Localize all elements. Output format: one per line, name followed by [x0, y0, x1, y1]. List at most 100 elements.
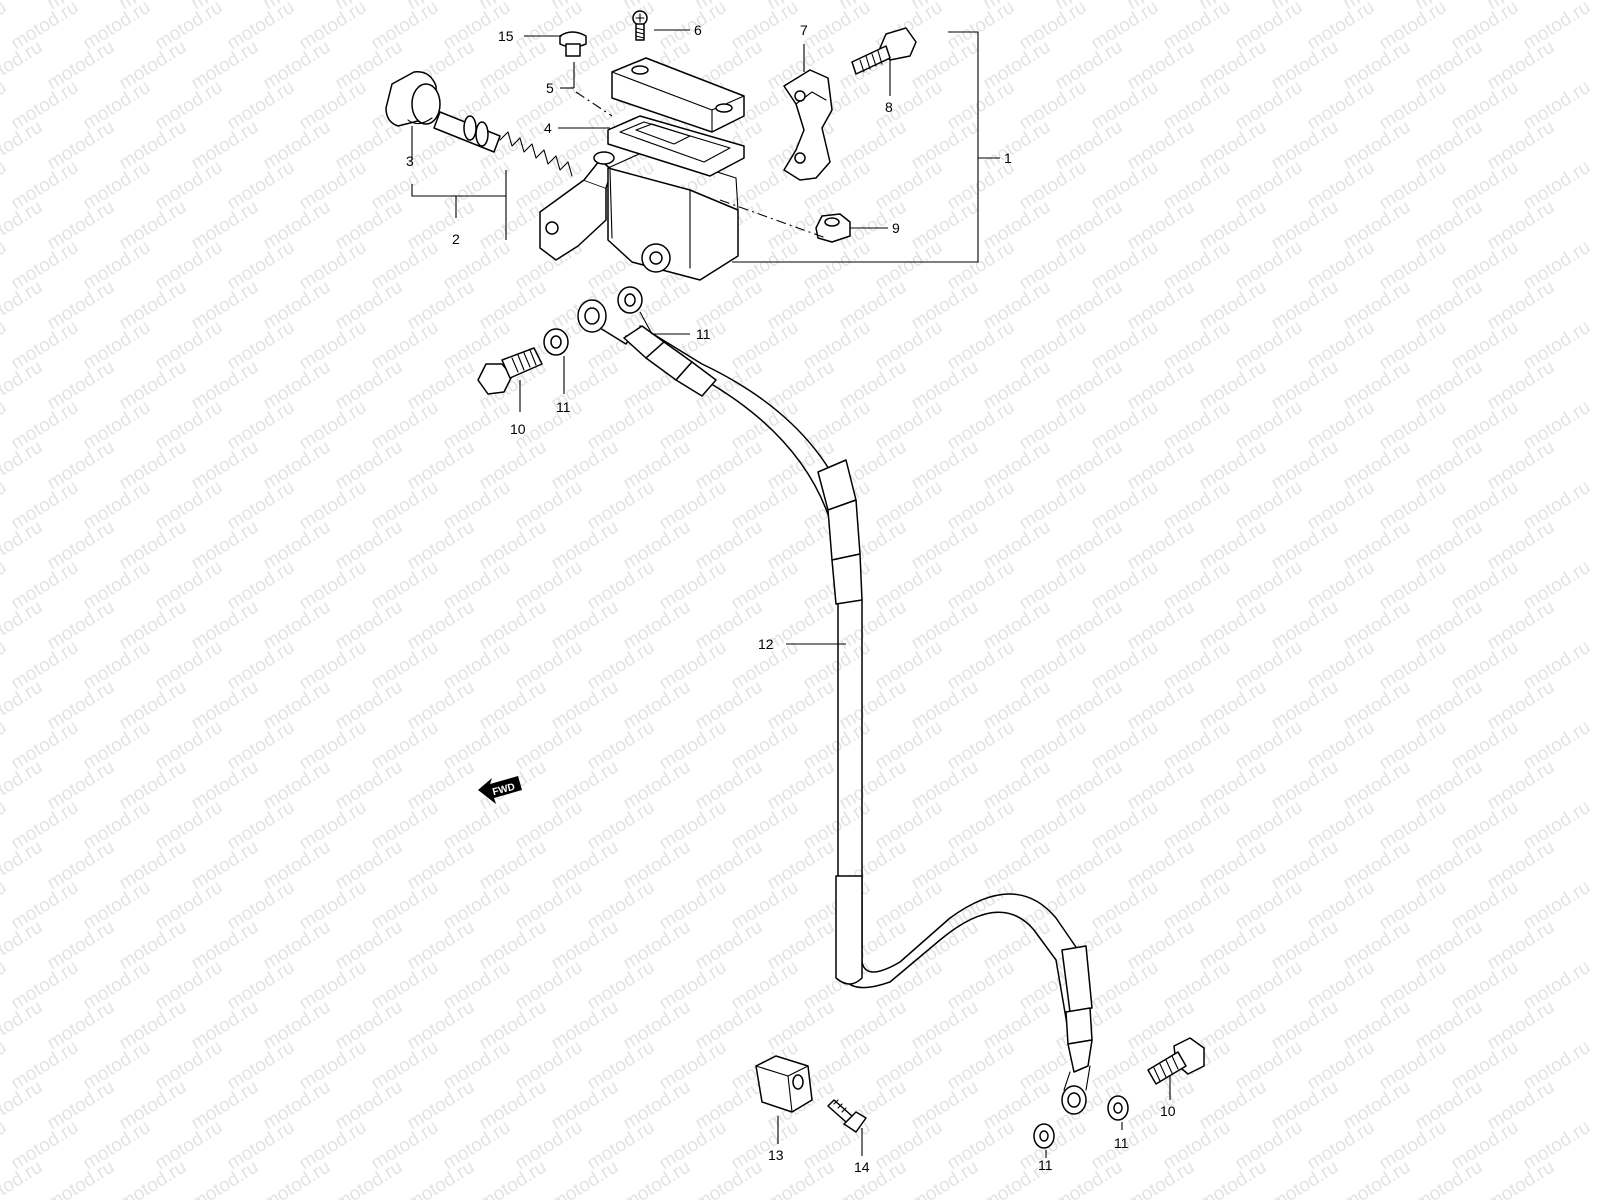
- watermark-text: motod.ru: [0, 437, 46, 495]
- watermark-text: motod.ru: [44, 677, 119, 735]
- watermark-text: motod.ru: [584, 557, 659, 615]
- watermark-text: motod.ru: [548, 437, 623, 495]
- watermark-text: motod.ru: [0, 277, 46, 335]
- watermark-text: motod.ru: [800, 637, 875, 695]
- watermark-text: motod.ru: [80, 157, 155, 215]
- watermark-text: motod.ru: [368, 477, 443, 535]
- watermark-text: motod.ru: [620, 757, 695, 815]
- watermark-text: motod.ru: [1160, 637, 1235, 695]
- watermark-text: motod.ru: [1088, 637, 1163, 695]
- watermark-text: motod.ru: [944, 397, 1019, 455]
- watermark-text: motod.ru: [692, 997, 767, 1055]
- watermark-text: motod.ru: [1484, 1157, 1559, 1200]
- watermark-text: motod.ru: [980, 117, 1055, 175]
- watermark-text: motod.ru: [1196, 437, 1271, 495]
- watermark-text: motod.ru: [980, 437, 1055, 495]
- watermark-text: motod.ru: [728, 957, 803, 1015]
- watermark-text: motod.ru: [296, 557, 371, 615]
- watermark-text: motod.ru: [1088, 397, 1163, 455]
- watermark-text: motod.ru: [584, 637, 659, 695]
- watermark-text: motod.ru: [656, 1117, 731, 1175]
- watermark-text: motod.ru: [1304, 397, 1379, 455]
- watermark-text: motod.ru: [260, 917, 335, 975]
- watermark-text: motod.ru: [332, 917, 407, 975]
- watermark-text: motod.ru: [404, 1157, 479, 1200]
- watermark-text: motod.ru: [512, 477, 587, 535]
- watermark-text: motod.ru: [836, 277, 911, 335]
- watermark-text: motod.ru: [1412, 277, 1487, 335]
- watermark-text: motod.ru: [872, 637, 947, 695]
- watermark-text: motod.ru: [8, 717, 83, 775]
- watermark-text: motod.ru: [1340, 197, 1415, 255]
- watermark-text: motod.ru: [1520, 637, 1595, 695]
- watermark-text: motod.ru: [476, 997, 551, 1055]
- watermark-text: motod.ru: [188, 357, 263, 415]
- watermark-text: motod.ru: [296, 477, 371, 535]
- watermark-text: motod.ru: [332, 517, 407, 575]
- watermark-text: motod.ru: [1196, 917, 1271, 975]
- watermark-text: motod.ru: [1052, 437, 1127, 495]
- watermark-text: motod.ru: [1196, 197, 1271, 255]
- watermark-text: motod.ru: [152, 237, 227, 295]
- watermark-text: motod.ru: [1340, 597, 1415, 655]
- watermark-text: motod.ru: [1088, 717, 1163, 775]
- watermark-text: motod.ru: [872, 397, 947, 455]
- watermark-text: motod.ru: [512, 797, 587, 855]
- watermark-text: motod.ru: [728, 557, 803, 615]
- watermark-text: motod.ru: [1304, 957, 1379, 1015]
- watermark-text: motod.ru: [8, 157, 83, 215]
- watermark-text: motod.ru: [260, 837, 335, 895]
- watermark-text: motod.ru: [1484, 1077, 1559, 1135]
- watermark-text: motod.ru: [1340, 677, 1415, 735]
- watermark-text: motod.ru: [1520, 1037, 1595, 1095]
- watermark-text: motod.ru: [1376, 957, 1451, 1015]
- watermark-text: motod.ru: [1376, 1117, 1451, 1175]
- watermark-text: motod.ru: [116, 437, 191, 495]
- watermark-text: motod.ru: [944, 797, 1019, 855]
- watermark-text: motod.ru: [620, 997, 695, 1055]
- watermark-text: motod.ru: [908, 197, 983, 255]
- watermark-text: motod.ru: [80, 77, 155, 135]
- watermark-text: motod.ru: [1160, 397, 1235, 455]
- watermark-text: motod.ru: [1520, 877, 1595, 935]
- watermark-text: motod.ru: [80, 317, 155, 375]
- watermark-text: motod.ru: [8, 1037, 83, 1095]
- watermark-text: motod.ru: [80, 717, 155, 775]
- watermark-text: motod.ru: [872, 877, 947, 935]
- watermark-text: motod.ru: [476, 1077, 551, 1135]
- watermark-text: motod.ru: [332, 757, 407, 815]
- watermark-text: motod.ru: [80, 557, 155, 615]
- watermark-text: motod.ru: [944, 957, 1019, 1015]
- watermark-text: motod.ru: [152, 397, 227, 455]
- watermark-text: motod.ru: [1376, 877, 1451, 935]
- callout-1: 1: [1004, 150, 1012, 166]
- watermark-text: motod.ru: [0, 237, 10, 295]
- watermark-text: motod.ru: [1340, 997, 1415, 1055]
- watermark-text: motod.ru: [548, 837, 623, 895]
- watermark-text: motod.ru: [188, 837, 263, 895]
- watermark-text: motod.ru: [332, 677, 407, 735]
- watermark-text: motod.ru: [0, 37, 46, 95]
- callout-14: 14: [854, 1159, 870, 1175]
- watermark-text: motod.ru: [224, 237, 299, 295]
- watermark-text: motod.ru: [296, 77, 371, 135]
- watermark-text: motod.ru: [188, 677, 263, 735]
- watermark-text: motod.ru: [1088, 157, 1163, 215]
- watermark-text: motod.ru: [0, 997, 46, 1055]
- watermark-text: motod.ru: [692, 1077, 767, 1135]
- watermark-text: motod.ru: [1448, 77, 1523, 135]
- watermark-text: motod.ru: [836, 1157, 911, 1200]
- watermark-text: motod.ru: [1268, 197, 1343, 255]
- callout-4: 4: [544, 120, 552, 136]
- watermark-text: motod.ru: [1052, 1157, 1127, 1200]
- watermark-text: motod.ru: [584, 717, 659, 775]
- clutch-master-cylinder: [385, 10, 917, 281]
- watermark-text: motod.ru: [908, 277, 983, 335]
- watermark-text: motod.ru: [1376, 557, 1451, 615]
- watermark-text: motod.ru: [836, 597, 911, 655]
- watermark-text: motod.ru: [1052, 197, 1127, 255]
- watermark-text: motod.ru: [152, 317, 227, 375]
- watermark-text: motod.ru: [836, 357, 911, 415]
- watermark-text: motod.ru: [1124, 517, 1199, 575]
- watermark-text: motod.ru: [1196, 37, 1271, 95]
